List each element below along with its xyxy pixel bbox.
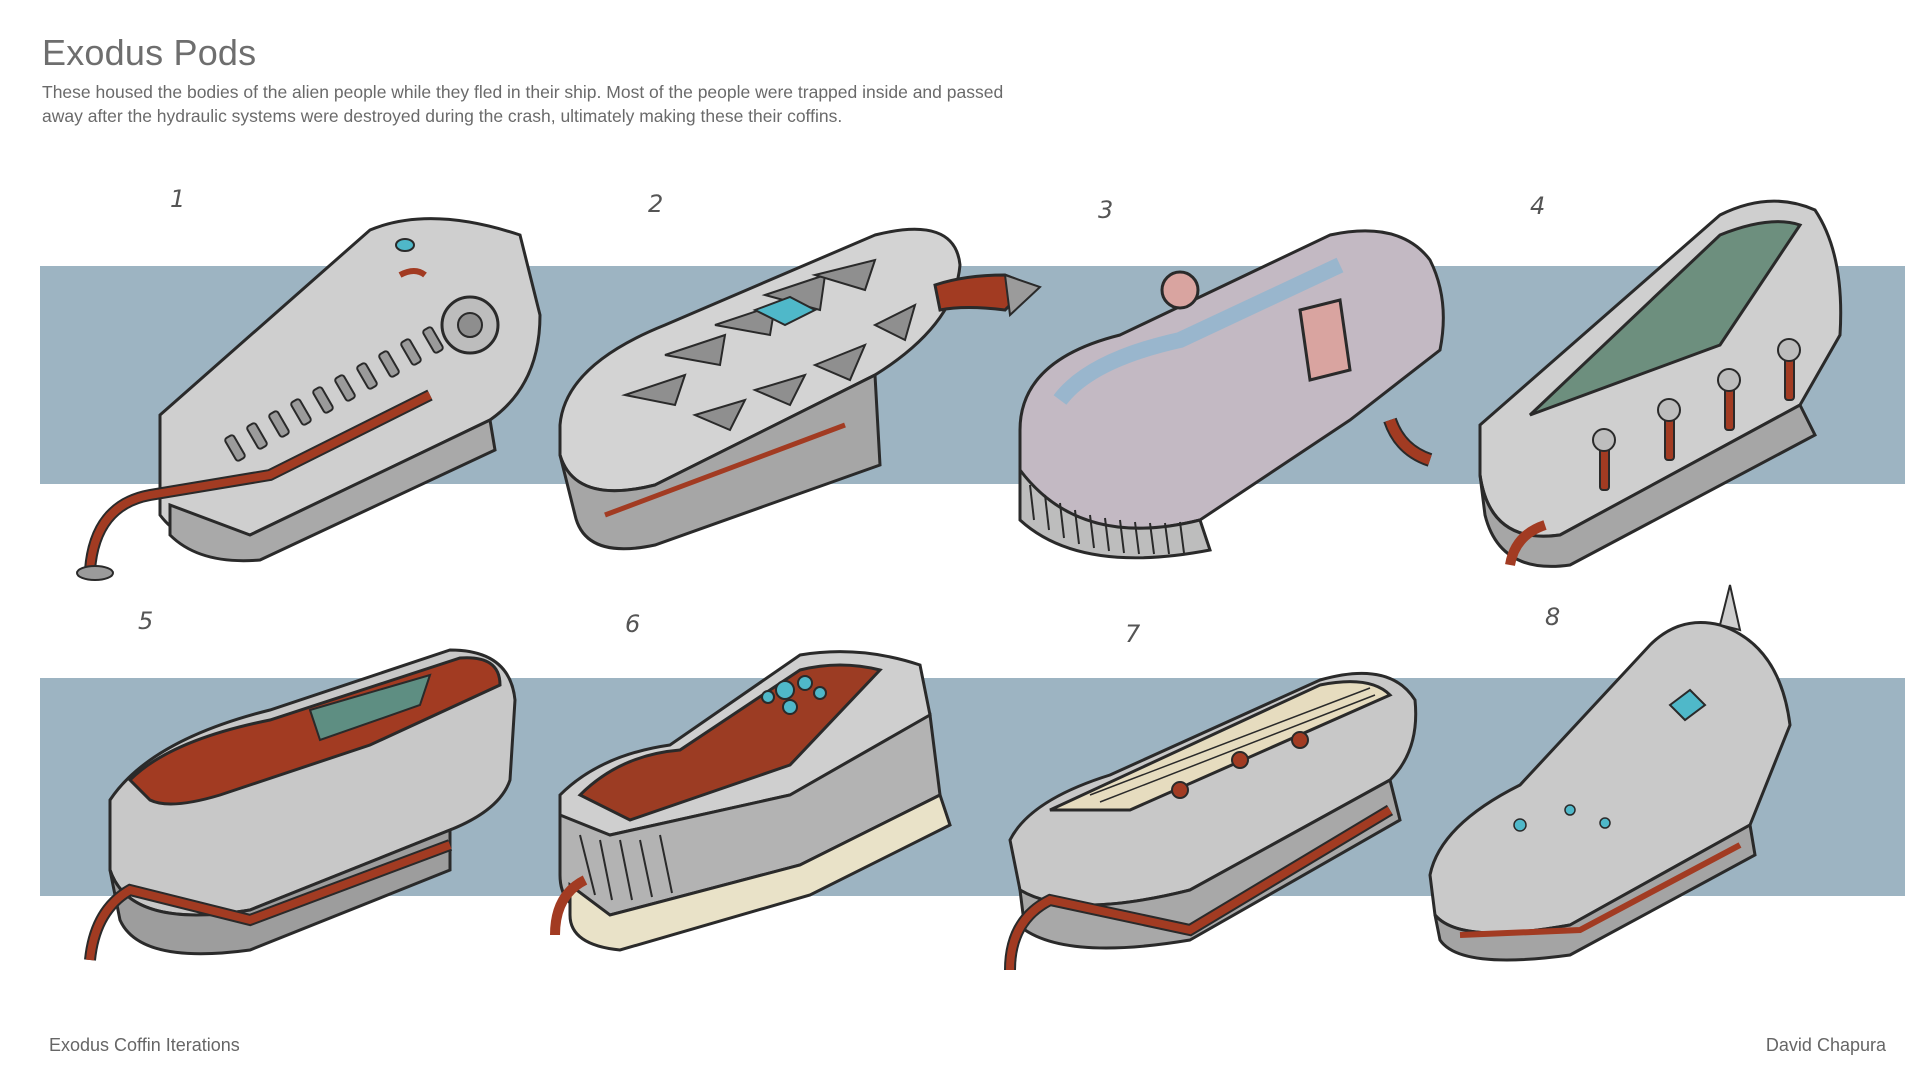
pod-number: 8	[1545, 603, 1561, 631]
pod-7-illustration	[1004, 671, 1418, 971]
pod-6-illustration	[550, 650, 952, 952]
pod-number: 3	[1098, 196, 1114, 224]
pod-number: 7	[1125, 620, 1141, 648]
pod-number: 4	[1530, 192, 1546, 220]
pod-2-illustration	[558, 227, 1042, 551]
pod-number: 1	[170, 185, 186, 213]
pod-3-illustration	[1018, 229, 1445, 560]
pod-4-illustration	[1478, 199, 1843, 568]
artist-credit: David Chapura	[1765, 1035, 1886, 1055]
pod-number: 6	[625, 610, 641, 638]
pod-number: 2	[648, 190, 664, 218]
pod-number: 5	[138, 607, 154, 635]
pod-8-illustration	[1428, 584, 1792, 962]
pod-1-illustration	[76, 217, 542, 581]
page-title: Exodus Pods	[42, 32, 257, 73]
footer-caption: Exodus Coffin Iterations	[49, 1035, 240, 1055]
page-description: These housed the bodies of the alien peo…	[42, 82, 1004, 126]
pod-5-illustration	[84, 648, 517, 961]
